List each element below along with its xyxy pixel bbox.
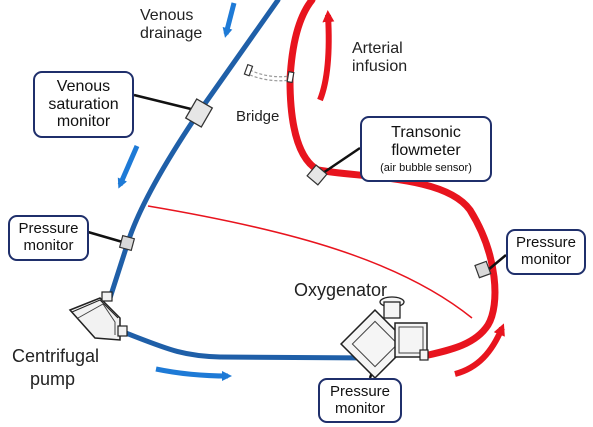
bridge-line [249,69,291,78]
venous-saturation-sensor [184,98,214,128]
thin-red-line [147,205,473,319]
venous-drainage-label: Venous drainage [140,7,203,42]
pressure-monitor-left-box: Pressure monitor [8,215,89,261]
pump-outlet-tube [115,327,378,361]
arterial-pressure-sensor [474,260,492,279]
oxygenator-label: Oxygenator [294,280,388,300]
flowmeter-sensor [306,164,328,186]
transonic-flowmeter-box: Transonic flowmeter (air bubble sensor) [360,116,492,182]
arterial-infusion-label: Arterial infusion [352,40,408,75]
pressure-monitor-bottom-box: Pressure monitor [318,378,402,423]
venous-drainage-arrow [222,2,237,38]
centrifugal-pump-shape [68,291,128,341]
venous-flow-arrow [117,145,140,189]
venous-saturation-monitor-box: Venous saturation monitor [33,71,134,138]
oxygenator-shape [339,296,429,380]
centrifugal-pump-label: Centrifugal pump [12,346,100,389]
arterial-infusion-arrow [317,10,335,102]
pressure-monitor-right-box: Pressure monitor [506,229,586,275]
arterial-return-arrow [454,323,505,377]
pump-flow-arrow [155,366,232,381]
venous-pressure-sensor [118,234,136,252]
bridge-label: Bridge [236,108,280,125]
